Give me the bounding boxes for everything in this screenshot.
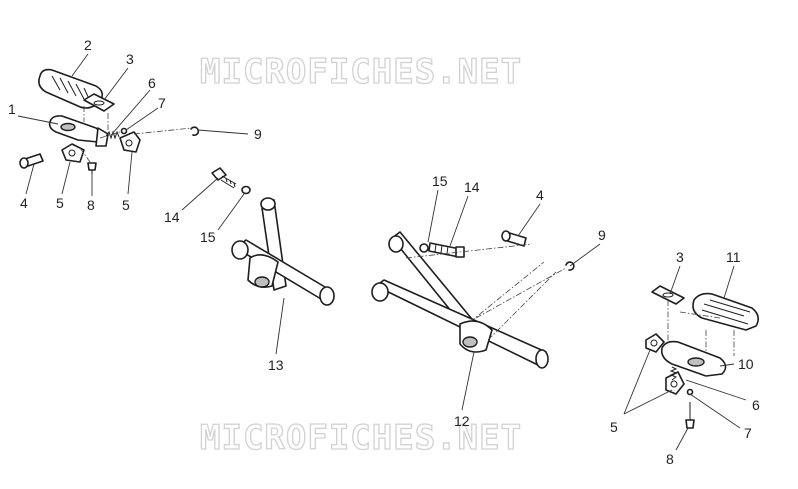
watermark-top: MICROFICHES.NET (200, 52, 522, 92)
footpeg-body-right (660, 340, 727, 377)
callout-13: 13 (268, 357, 284, 373)
pin-center (501, 230, 527, 247)
callout-8: 8 (666, 451, 674, 467)
footrest-bracket-center (371, 230, 575, 369)
callout-6: 6 (752, 397, 760, 413)
ball-left (120, 127, 128, 135)
callout-14: 14 (464, 179, 480, 195)
bracket-right-lower (665, 371, 685, 395)
screw-left (87, 162, 97, 174)
spring-right (669, 366, 678, 381)
bracket-right-upper (645, 333, 665, 353)
callout-2: 2 (84, 37, 92, 53)
callout-5: 5 (610, 419, 618, 435)
spring-left (105, 130, 120, 140)
bracket-left-inner (61, 143, 85, 163)
bolt-left (211, 167, 237, 189)
callout-14: 14 (164, 209, 180, 225)
callout-3: 3 (126, 51, 134, 67)
callout-4: 4 (20, 195, 28, 211)
washer-center (419, 243, 429, 253)
callout-5: 5 (56, 195, 64, 211)
callout-15: 15 (432, 173, 448, 189)
footpeg-plate-left (83, 93, 115, 112)
footpeg-body-left (48, 115, 109, 147)
callout-10: 10 (738, 356, 754, 372)
screw-right (685, 402, 695, 429)
callout-8: 8 (87, 197, 95, 213)
washer-left (241, 185, 251, 195)
callout-9: 9 (254, 126, 262, 142)
callout-5: 5 (122, 197, 130, 213)
pin-left (19, 153, 44, 169)
axis-line-right (667, 300, 735, 356)
callout-4: 4 (536, 187, 544, 203)
callout-15: 15 (200, 229, 216, 245)
right-footpeg-assembly (645, 285, 760, 429)
bracket-left-outer (119, 131, 141, 153)
callout-11: 11 (726, 249, 741, 265)
ball-right (686, 388, 694, 396)
clip-left (190, 126, 200, 137)
callout-labels: 2 3 6 7 9 1 4 5 8 5 14 15 13 15 14 4 9 1… (8, 37, 760, 467)
callout-3: 3 (676, 249, 684, 265)
left-footpeg-assembly (19, 68, 200, 174)
footrest-bracket-left (211, 167, 335, 306)
leader-lines (17, 53, 747, 451)
clip-center (565, 261, 575, 271)
callout-9: 9 (598, 227, 606, 243)
axis-line-center (405, 243, 567, 341)
callout-7: 7 (158, 95, 166, 111)
watermark-bottom: MICROFICHES.NET (200, 418, 522, 458)
callout-7: 7 (744, 425, 752, 441)
axis-line-left (79, 106, 193, 163)
callout-6: 6 (148, 75, 156, 91)
callout-1: 1 (8, 101, 16, 117)
footpeg-rubber-right (692, 292, 760, 331)
callout-12: 12 (454, 413, 470, 429)
